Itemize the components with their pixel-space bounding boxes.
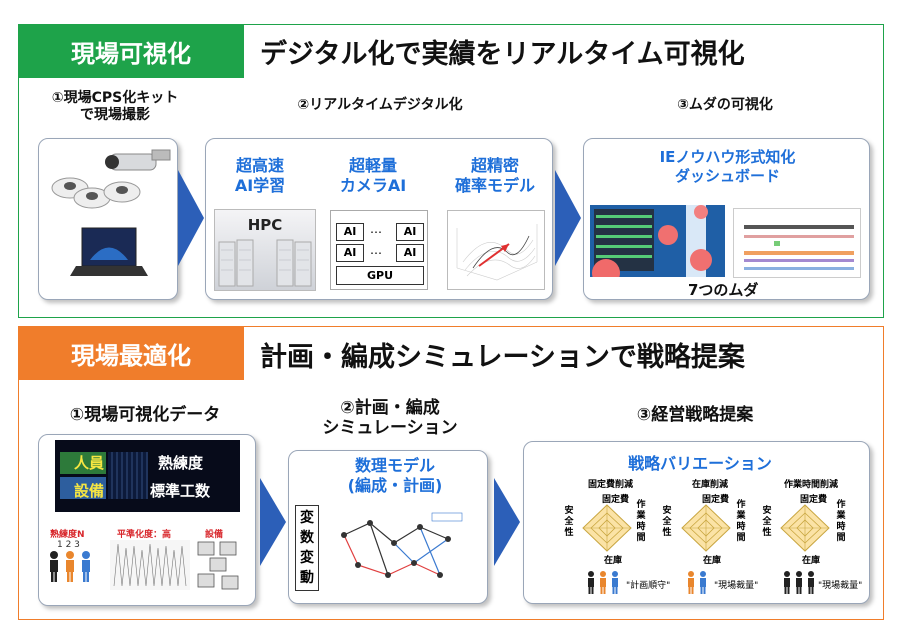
bottom-step2-title: ②計画・編成シミュレーション (322, 398, 458, 438)
radar2-top-label: 在庫削減 (692, 480, 729, 490)
radar3-axis-bottom: 在庫 (802, 556, 821, 566)
radar2-axis-left: 安全性 (662, 506, 672, 538)
radar-chart-3 (780, 504, 830, 552)
laptop-icon (70, 227, 148, 276)
top-section-headline: デジタル化で実績をリアルタイム可視化 (260, 39, 745, 70)
worker-icon (600, 571, 606, 594)
worker-icon (784, 571, 790, 594)
worker-icon (82, 551, 90, 582)
ai-chip-1: AI (336, 223, 364, 241)
worker-icon (50, 551, 58, 582)
radar-chart-2 (681, 504, 731, 552)
radar3-axis-right: 作業時間 (836, 500, 846, 543)
camera-kit-illustration (51, 149, 171, 276)
arrow-right-icon (178, 170, 204, 266)
radar1-axis-top: 固定費 (602, 495, 630, 505)
personnel-tile (60, 452, 106, 474)
machine-icon (221, 575, 239, 590)
skill-level-label: 熟練度N (50, 530, 85, 540)
dashboard-title: IEノウハウ形式知化ダッシュボード (659, 148, 796, 185)
worker-icon (796, 571, 802, 594)
radar1-axis-bottom: 在庫 (604, 556, 623, 566)
worker-icon (700, 571, 706, 594)
bottom-step1-title: ①現場可視化データ (69, 405, 221, 425)
data-grid-tile (108, 452, 148, 499)
machine-icons (197, 541, 239, 590)
top-section-tag: 現場可視化 (18, 24, 244, 78)
worker-icon (688, 571, 694, 594)
dome-camera-icon (51, 177, 141, 209)
worker-icons (784, 571, 814, 594)
hpc-label: HPC (247, 216, 283, 234)
strategy-title: 戦略バリエーション (628, 454, 772, 473)
worker-icon (808, 571, 814, 594)
leveling-label: 平準化度：高 (117, 530, 172, 540)
top-section-panel (18, 24, 884, 318)
bottom-step3-title: ③経営戦略提案 (636, 405, 754, 425)
variable-change-box: 変数変動 (295, 505, 319, 591)
bottom-section-headline: 計画・編成シミュレーションで戦略提案 (260, 342, 745, 373)
machine-icon (197, 541, 215, 556)
arrow-right-icon (494, 478, 520, 566)
radar2-axis-bottom: 在庫 (703, 556, 722, 566)
equipment-label: 設備 (205, 530, 224, 540)
radar2-axis-right: 作業時間 (736, 500, 746, 543)
tile-skill-label: 熟練度 (158, 454, 204, 472)
dashboard-screenshot-1 (590, 205, 725, 277)
ai-chip-3: AI (336, 244, 364, 262)
seven-muda-label: 7つのムダ (688, 281, 759, 299)
server-rack-icon (218, 239, 312, 287)
top-step2-title: ②リアルタイムデジタル化 (297, 97, 463, 113)
worker-icon (66, 551, 74, 582)
worker-icons (688, 571, 706, 594)
top-step3-title: ③ムダの可視化 (677, 97, 773, 113)
bullet-camera-icon (105, 149, 171, 171)
tech-probability-model-label: 超精密確率モデル (454, 156, 535, 195)
leveling-chart (110, 540, 190, 590)
worker-icon (588, 571, 594, 594)
tile-equipment-label: 設備 (74, 482, 105, 500)
radar3-caption: "現場裁量" (818, 581, 863, 591)
dashboard-screenshot-2 (733, 208, 861, 278)
machine-icon (197, 573, 215, 588)
gpu-block: GPU (336, 266, 424, 285)
ai-chip-2: AI (396, 223, 424, 241)
ai-chip-4: AI (396, 244, 424, 262)
radar3-axis-top: 固定費 (800, 495, 828, 505)
radar-chart-1 (582, 504, 632, 552)
radar1-caption: "計画順守" (626, 581, 671, 591)
radar3-top-label: 作業時間削減 (784, 480, 839, 490)
bottom-section-tag: 現場最適化 (18, 326, 244, 380)
top-step1-title: ①現場CPS化キットで現場撮影 (51, 90, 179, 123)
math-model-title: 数理モデル(編成・計画) (347, 456, 443, 495)
machine-icon (209, 557, 227, 572)
worker-icon (612, 571, 618, 594)
hpc-image: HPC (214, 209, 316, 291)
equipment-tile (60, 477, 106, 499)
probability-model-plot (447, 210, 545, 290)
machine-icon (219, 541, 237, 556)
tile-personnel-label: 人員 (74, 454, 105, 472)
arrow-right-icon (555, 170, 581, 266)
arrow-right-icon (260, 478, 286, 566)
radar3-axis-left: 安全性 (762, 506, 772, 538)
worker-icons (588, 571, 618, 594)
network-graph (330, 505, 480, 597)
radar1-top-label: 固定費削減 (588, 480, 634, 490)
worker-icons (50, 551, 90, 582)
radar1-axis-left: 安全性 (564, 506, 574, 538)
tile-standard-hours-label: 標準工数 (150, 482, 211, 500)
ai-ellipsis-2: … (370, 243, 382, 257)
bottom-section-panel (18, 326, 884, 620)
radar1-axis-right: 作業時間 (636, 500, 646, 543)
radar2-axis-top: 固定費 (702, 495, 730, 505)
skill-level-numbers: 1 2 3 (57, 540, 80, 550)
ai-ellipsis-1: … (370, 222, 382, 236)
radar2-caption: "現場裁量" (714, 581, 759, 591)
tech-camera-ai-label: 超軽量カメラAI (339, 156, 407, 195)
